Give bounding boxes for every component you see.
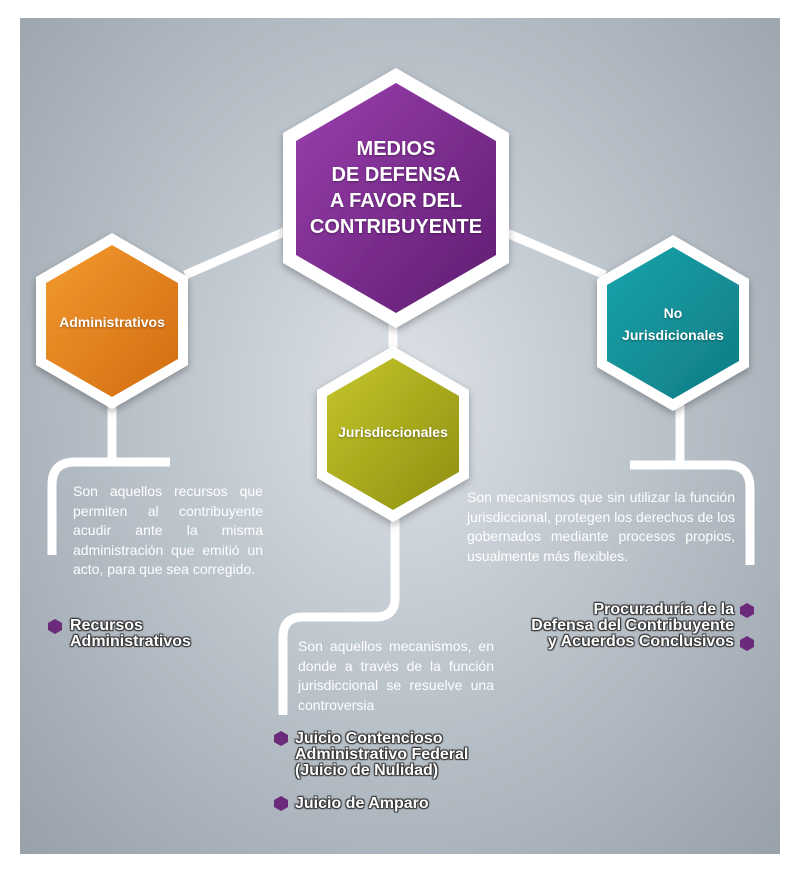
juicio-de-amparo-item: Juicio de Amparo: [295, 796, 429, 812]
hexagon-bullet-icon: [274, 731, 288, 746]
administrativos-label: Administrativos: [59, 314, 165, 330]
no-jurisdiccionales-hexagon: [597, 235, 749, 411]
item-line: Administrativo Federal: [295, 746, 469, 763]
juicio-contencioso-item: Juicio Contencioso Administrativo Federa…: [295, 731, 468, 779]
jurisdiccionales-hexagon: [317, 346, 469, 522]
item-line: Procuraduría de la: [593, 601, 735, 618]
no-jurisdiccionales-label-line: No: [663, 305, 683, 321]
hexagon-bullet-icon: [48, 619, 62, 634]
center-title-line: A FAVOR DEL: [329, 190, 463, 212]
bracket-admin: [47, 405, 170, 555]
center-title: MEDIOS DE DEFENSA A FAVOR DEL CONTRIBUYE…: [296, 136, 496, 240]
item-line: Administrativos: [70, 633, 191, 650]
jurisdiccionales-description: Son aquellos mecanismos, en donde a trav…: [298, 638, 494, 713]
hexagon-bullet-icon: [740, 636, 754, 651]
item-line: Recursos: [70, 617, 143, 634]
center-title-line: CONTRIBUYENTE: [309, 216, 483, 238]
administrativos-hexagon: [36, 233, 188, 409]
item-line: Juicio Contencioso: [295, 730, 443, 747]
hexagon-bullet-icon: [274, 796, 288, 811]
no-jurisdiccionales-description: Son mecanismos que sin utilizar la funci…: [467, 489, 735, 564]
item-line: Juicio de Amparo: [295, 795, 429, 812]
item-line: Defensa del Contribuyente: [531, 617, 734, 634]
bracket-nojuris: [630, 405, 755, 565]
connector-nojuris: [493, 223, 607, 280]
hexagon-bullet-icon: [740, 603, 754, 618]
no-jurisdiccionales-label-line: Jurisdicionales: [622, 327, 724, 343]
recursos-administrativos-item: Recursos Administrativos: [70, 618, 191, 650]
jurisdiccionales-label: Jurisdiccionales: [338, 424, 448, 440]
item-line: (Juicio de Nulidad): [295, 762, 439, 779]
bracket-juris: [278, 485, 400, 715]
connector-admin: [183, 220, 302, 280]
center-hexagon: [283, 68, 509, 328]
center-title-line: MEDIOS: [356, 138, 436, 160]
no-jurisdiccionales-label: No Jurisdicionales: [607, 302, 739, 346]
administrativos-description: Son aquellos recursos que permiten al co…: [73, 483, 263, 577]
procuraduria-item: Procuraduría de la Defensa del Contribuy…: [480, 602, 734, 650]
item-line: y Acuerdos Conclusivos: [547, 633, 734, 650]
center-title-line: DE DEFENSA: [331, 164, 461, 186]
